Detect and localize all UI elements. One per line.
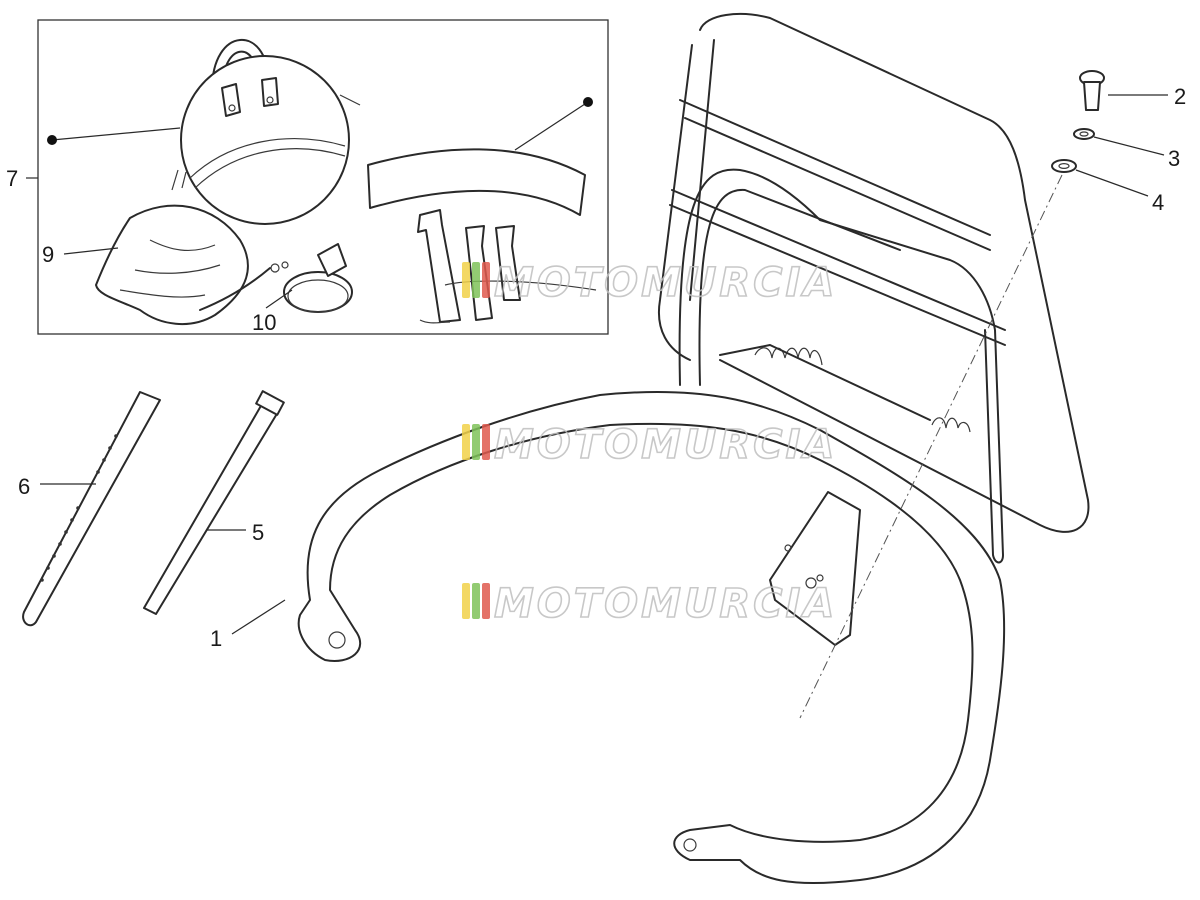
strap-5-part <box>143 390 285 615</box>
watermark-stripe-yellow <box>462 583 470 619</box>
strap-6-part <box>22 391 161 627</box>
watermark-stripe-green <box>472 424 480 460</box>
screw-part <box>1079 70 1105 111</box>
watermark-1: MOTOMURCIA <box>462 259 837 307</box>
watermark-stripe-yellow <box>462 262 470 298</box>
callout-4: 4 <box>1152 190 1164 215</box>
strip-leader <box>514 101 589 151</box>
callout-1: 1 <box>210 626 222 651</box>
watermark-text: MOTOMURCIA <box>494 422 837 468</box>
watermark-stripe-red <box>482 262 490 298</box>
callout-10-leader <box>265 289 293 309</box>
cover-bag-part <box>95 204 289 326</box>
watermark-stripe-green <box>472 583 480 619</box>
watermark-stripe-red <box>482 583 490 619</box>
strip-leader-dot <box>583 97 593 107</box>
watermark-text: MOTOMURCIA <box>494 581 837 627</box>
callout-10: 10 <box>252 310 276 335</box>
watermark-text: MOTOMURCIA <box>494 260 837 306</box>
callout-3-leader <box>1093 136 1165 156</box>
callout-1-leader <box>231 599 286 635</box>
callout-9: 9 <box>42 242 54 267</box>
bag-leader-dot <box>47 135 57 145</box>
callout-6: 6 <box>18 474 30 499</box>
assembly-axis-line <box>799 174 1063 719</box>
watermark-2: MOTOMURCIA <box>462 421 837 469</box>
callout-4-leader <box>1075 169 1149 197</box>
callout-5: 5 <box>252 520 264 545</box>
curved-strip-part <box>367 148 586 216</box>
watermark-stripe-green <box>472 262 480 298</box>
watermark-3: MOTOMURCIA <box>462 580 837 628</box>
washer-3-part <box>1073 128 1095 140</box>
callout-3: 3 <box>1168 146 1180 171</box>
callout-7: 7 <box>6 166 18 191</box>
bag-leader <box>51 127 181 141</box>
strap-loop-part <box>283 243 353 313</box>
washer-4-part <box>1051 159 1077 173</box>
round-bag-part <box>171 39 361 225</box>
callout-2: 2 <box>1174 84 1186 109</box>
luggage-rack-part <box>297 13 1090 885</box>
kit-box <box>37 19 609 335</box>
watermark-stripe-yellow <box>462 424 470 460</box>
watermark-stripe-red <box>482 424 490 460</box>
callout-9-leader <box>63 247 119 255</box>
